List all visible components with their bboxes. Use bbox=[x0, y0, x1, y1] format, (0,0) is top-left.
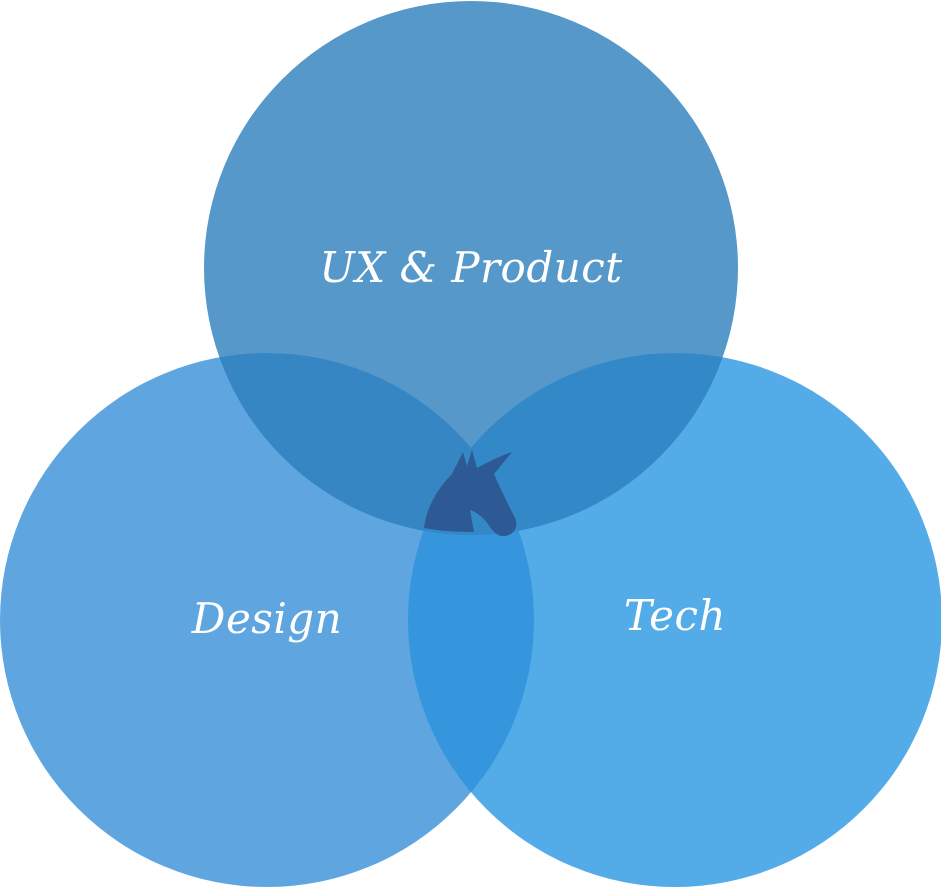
overlap-ux-tech bbox=[408, 353, 738, 535]
label-design: Design bbox=[191, 594, 343, 643]
label-tech: Tech bbox=[623, 591, 727, 640]
unicorn-icon bbox=[424, 450, 517, 536]
overlap-ux-design bbox=[204, 353, 534, 535]
label-ux-product: UX & Product bbox=[319, 243, 623, 292]
